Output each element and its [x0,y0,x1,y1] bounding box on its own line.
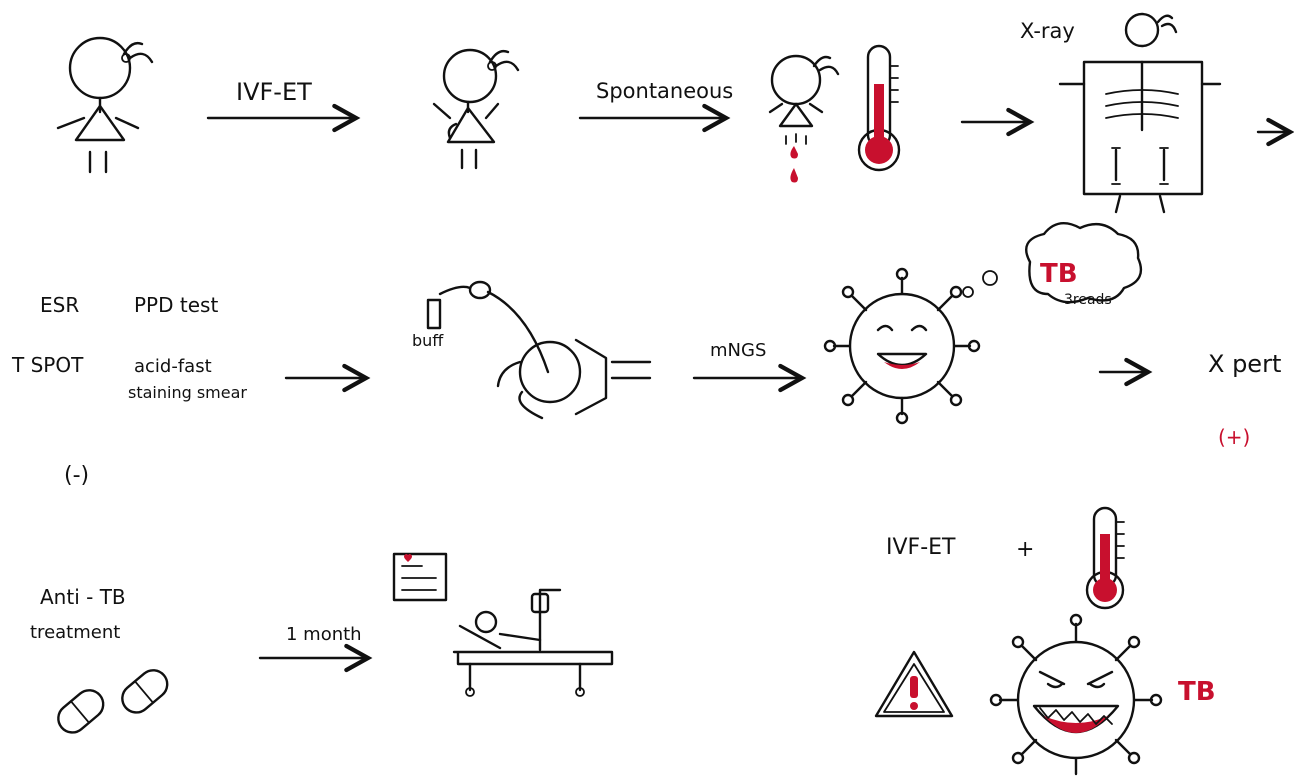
spontaneous-arrow: Spontaneous [578,79,733,133]
summary-group: IVF-ET + TB [874,506,1216,776]
thought-reads-label: 3reads [1064,292,1112,308]
anti-tb-label: Anti - TB [40,585,126,609]
mngs-arrow: mNGS [692,340,807,393]
xpert-label: X pert [1208,350,1281,378]
summary-thermometer-icon [1085,506,1125,610]
mngs-label: mNGS [710,340,766,361]
spontaneous-label: Spontaneous [596,79,733,103]
one-month-label: 1 month [286,624,362,645]
treatment-group: Anti - TB treatment [30,585,126,643]
angry-virus-icon [989,613,1163,776]
summary-plus-sign: + [1016,537,1034,562]
warning-triangle-icon [874,650,954,718]
staining-smear-label: staining smear [128,383,247,402]
tspot-label: T SPOT [11,353,84,377]
esr-label: ESR [40,293,79,317]
xray-chest-icon: X-ray [1020,12,1222,214]
bleeding-woman-icon [768,54,840,183]
tests-negative-result: (-) [64,463,89,488]
negative-tests-group: ESR PPD test T SPOT acid-fast staining s… [11,293,247,488]
acid-fast-label: acid-fast [134,356,212,377]
ivf-et-arrow: IVF-ET [206,78,361,133]
ppd-test-label: PPD test [134,293,218,317]
pregnant-woman-icon [432,48,520,170]
thought-tb-label: TB [1040,259,1078,289]
pills-icon [57,669,169,734]
bronchoalveolar-lavage-icon: buff [412,280,652,420]
hospital-bed-icon [392,552,614,697]
buff-label: buff [412,331,444,350]
thought-bubble: TB 3reads [962,222,1143,308]
one-month-arrow: 1 month [258,624,373,673]
summary-tb-label: TB [1178,677,1216,707]
woman-figure-icon [56,36,154,174]
summary-ivf-label: IVF-ET [886,535,956,560]
thermometer-icon [857,44,901,172]
xpert-positive-result: (+) [1218,425,1250,449]
smiling-virus-icon [823,267,981,425]
treatment-label: treatment [30,622,120,643]
ivf-et-label: IVF-ET [236,78,312,106]
xray-label: X-ray [1020,19,1075,43]
